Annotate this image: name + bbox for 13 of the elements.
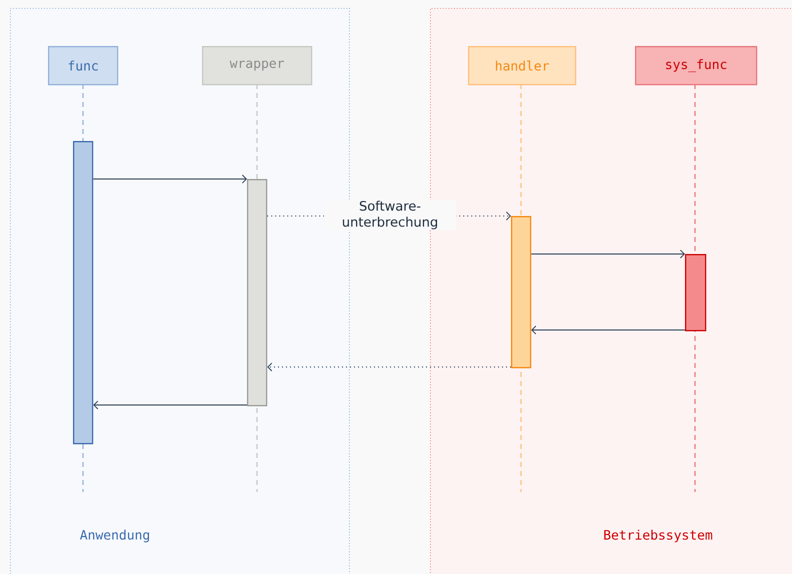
message-arrow	[93, 400, 248, 410]
message-arrow	[92, 174, 247, 184]
participant-box: sys_func	[635, 46, 758, 86]
participant-box: handler	[468, 46, 576, 86]
message-arrow	[530, 250, 685, 258]
activation-bar	[247, 179, 268, 406]
activation-bar	[685, 254, 706, 332]
message-arrow	[531, 326, 686, 334]
message-arrow	[267, 362, 512, 372]
activation-bar	[73, 141, 94, 444]
participant-box: wrapper	[202, 46, 312, 86]
activation-bar	[511, 216, 532, 368]
participant-box: func	[48, 46, 118, 86]
